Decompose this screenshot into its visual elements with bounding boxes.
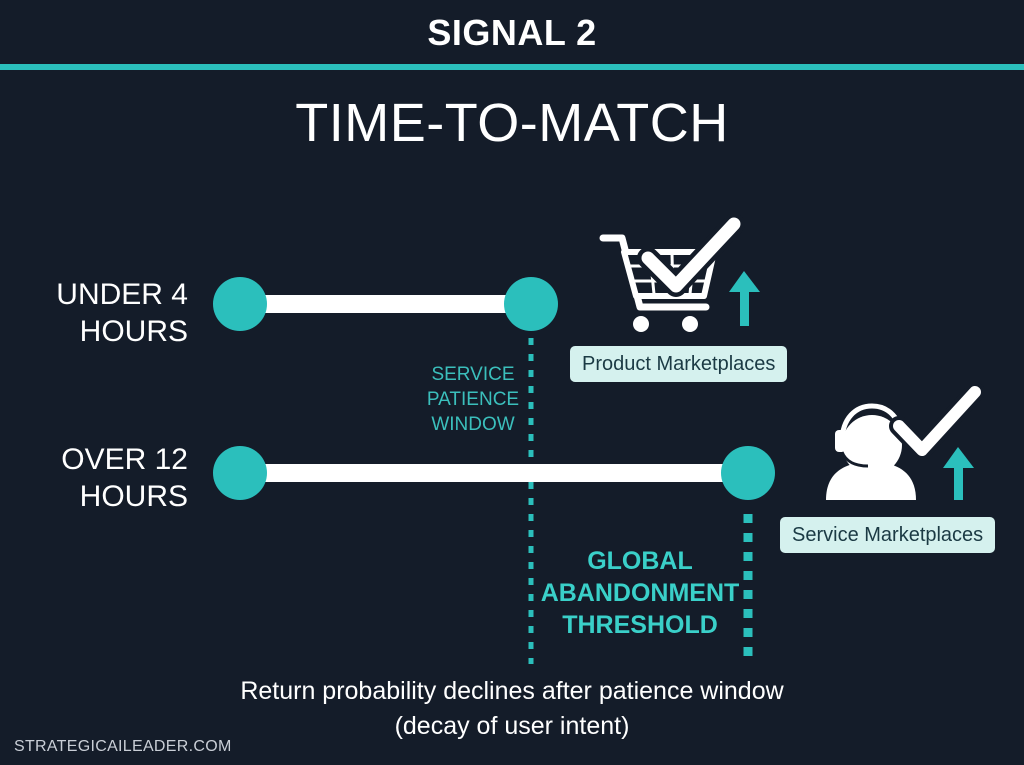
arrow-up-icon bbox=[943, 447, 974, 500]
header-title: SIGNAL 2 bbox=[427, 12, 597, 53]
timeline-start-node bbox=[213, 446, 267, 500]
row-label-over-12-hours: OVER 12 HOURS bbox=[61, 443, 188, 513]
headset-person-icon bbox=[826, 403, 916, 500]
timeline-end-node bbox=[504, 277, 558, 331]
header-divider bbox=[0, 64, 1024, 70]
main-title: TIME-TO-MATCH bbox=[295, 93, 729, 153]
row-label-under-4-hours: UNDER 4 HOURS bbox=[56, 278, 188, 348]
footer-caption: Return probability declines after patien… bbox=[240, 677, 784, 740]
checkmark-icon bbox=[889, 382, 985, 460]
timeline-start-node bbox=[213, 277, 267, 331]
global-abandonment-threshold-label: GLOBAL ABANDONMENT THRESHOLD bbox=[540, 547, 740, 639]
timeline-end-node bbox=[721, 446, 775, 500]
service-patience-window-label: SERVICE PATIENCE WINDOW bbox=[426, 364, 520, 435]
product-marketplaces-tag: Product Marketplaces bbox=[570, 346, 788, 382]
arrow-up-icon bbox=[729, 271, 760, 326]
service-marketplaces-tag: Service Marketplaces bbox=[780, 517, 996, 553]
checkmark-icon bbox=[637, 213, 745, 297]
watermark: STRATEGICAILEADER.COM bbox=[14, 738, 232, 755]
